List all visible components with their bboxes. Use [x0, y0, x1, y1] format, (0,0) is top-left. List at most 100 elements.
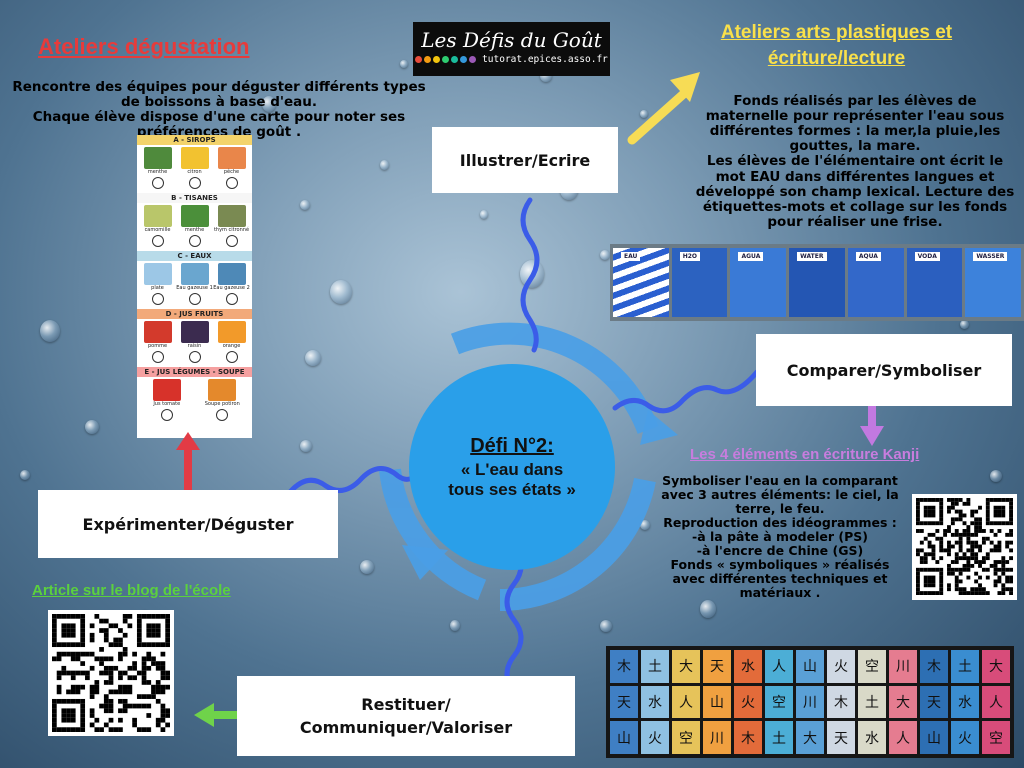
qr-module: [985, 509, 990, 514]
qr-module: [935, 536, 940, 541]
qr-module: [165, 618, 170, 624]
qr-module: [108, 689, 114, 695]
kanji-tile: 天: [610, 685, 638, 719]
wave-right: [612, 369, 760, 414]
qr-module: [127, 684, 133, 690]
kanji-tile: 山: [610, 721, 638, 754]
qr-module: [103, 656, 109, 662]
qr-module: [958, 536, 963, 541]
qr-module: [923, 575, 928, 580]
kanji-qr-code[interactable]: [912, 494, 1017, 600]
qr-module: [75, 670, 81, 676]
qr-module: [1001, 509, 1006, 514]
card-item-checkbox: [225, 351, 238, 363]
qr-module: [927, 544, 932, 549]
qr-module: [52, 632, 57, 638]
qr-module: [939, 548, 944, 553]
qr-module: [165, 632, 170, 638]
qr-module: [122, 689, 128, 695]
qr-module: [931, 505, 936, 510]
qr-module: [151, 642, 156, 648]
qr-module: [132, 651, 137, 657]
card-item: orange: [213, 321, 250, 365]
qr-module: [146, 713, 152, 718]
frieze-panel: WATER: [789, 248, 845, 317]
qr-module: [61, 628, 67, 633]
qr-module: [165, 637, 170, 643]
qr-module: [99, 647, 104, 652]
qr-module: [52, 698, 57, 704]
card-item-checkbox: [225, 293, 238, 305]
qr-module: [155, 722, 161, 728]
qr-module: [103, 632, 109, 638]
qr-module: [970, 513, 975, 518]
qr-module: [99, 703, 104, 709]
qr-module: [1009, 548, 1013, 553]
qr-module: [1005, 544, 1010, 549]
qr-module: [966, 536, 971, 541]
qr-module: [61, 708, 67, 714]
qr-module: [966, 548, 971, 553]
qr-module: [985, 575, 990, 580]
qr-module: [155, 628, 161, 633]
qr-module: [954, 583, 959, 588]
qr-module: [1009, 587, 1013, 592]
qr-module: [80, 661, 86, 666]
qr-module: [958, 548, 963, 553]
qr-module: [974, 556, 979, 561]
qr-module: [974, 591, 979, 595]
frieze-label: AGUA: [738, 252, 764, 261]
qr-module: [985, 501, 990, 506]
qr-module: [1009, 579, 1013, 584]
qr-module: [70, 651, 76, 657]
qr-module: [132, 661, 137, 666]
qr-module: [939, 544, 944, 549]
qr-module: [151, 623, 156, 629]
qr-module: [916, 505, 920, 510]
qr-module: [943, 529, 948, 533]
card-item: plate: [139, 263, 176, 307]
qr-module: [1001, 591, 1006, 595]
qr-module: [151, 632, 156, 638]
qr-module: [923, 521, 928, 526]
qr-module: [61, 698, 67, 704]
qr-module: [978, 563, 982, 568]
qr-module: [935, 560, 940, 564]
qr-module: [966, 591, 971, 595]
logo-dot: [451, 56, 459, 63]
qr-module: [939, 571, 944, 576]
qr-module: [919, 556, 924, 561]
qr-module: [997, 498, 1002, 502]
qr-module: [981, 536, 986, 541]
qr-module: [141, 703, 147, 709]
qr-module: [927, 509, 932, 514]
kanji-tile: 土: [858, 685, 886, 719]
qr-module: [108, 656, 114, 662]
qr-module: [66, 727, 71, 732]
qr-module: [141, 680, 147, 685]
qr-module: [99, 618, 104, 624]
qr-module: [160, 703, 166, 709]
qr-module: [947, 583, 951, 588]
qr-module: [66, 651, 71, 657]
qr-module: [52, 708, 57, 714]
qr-module: [970, 591, 975, 595]
qr-module: [89, 708, 95, 714]
qr-module: [108, 623, 114, 629]
qr-module: [970, 521, 975, 526]
qr-module: [108, 708, 114, 714]
qr-module: [1009, 505, 1013, 510]
qr-module: [122, 698, 128, 704]
qr-module: [966, 575, 971, 580]
qr-module: [978, 587, 982, 592]
qr-module: [113, 623, 119, 629]
qr-module: [1005, 575, 1010, 580]
kanji-tile: 山: [796, 650, 824, 683]
qr-module: [993, 498, 998, 502]
qr-module: [958, 513, 963, 518]
blog-qr-code[interactable]: [48, 610, 174, 736]
qr-module: [958, 517, 963, 522]
qr-module: [127, 623, 133, 629]
qr-module: [954, 575, 959, 580]
